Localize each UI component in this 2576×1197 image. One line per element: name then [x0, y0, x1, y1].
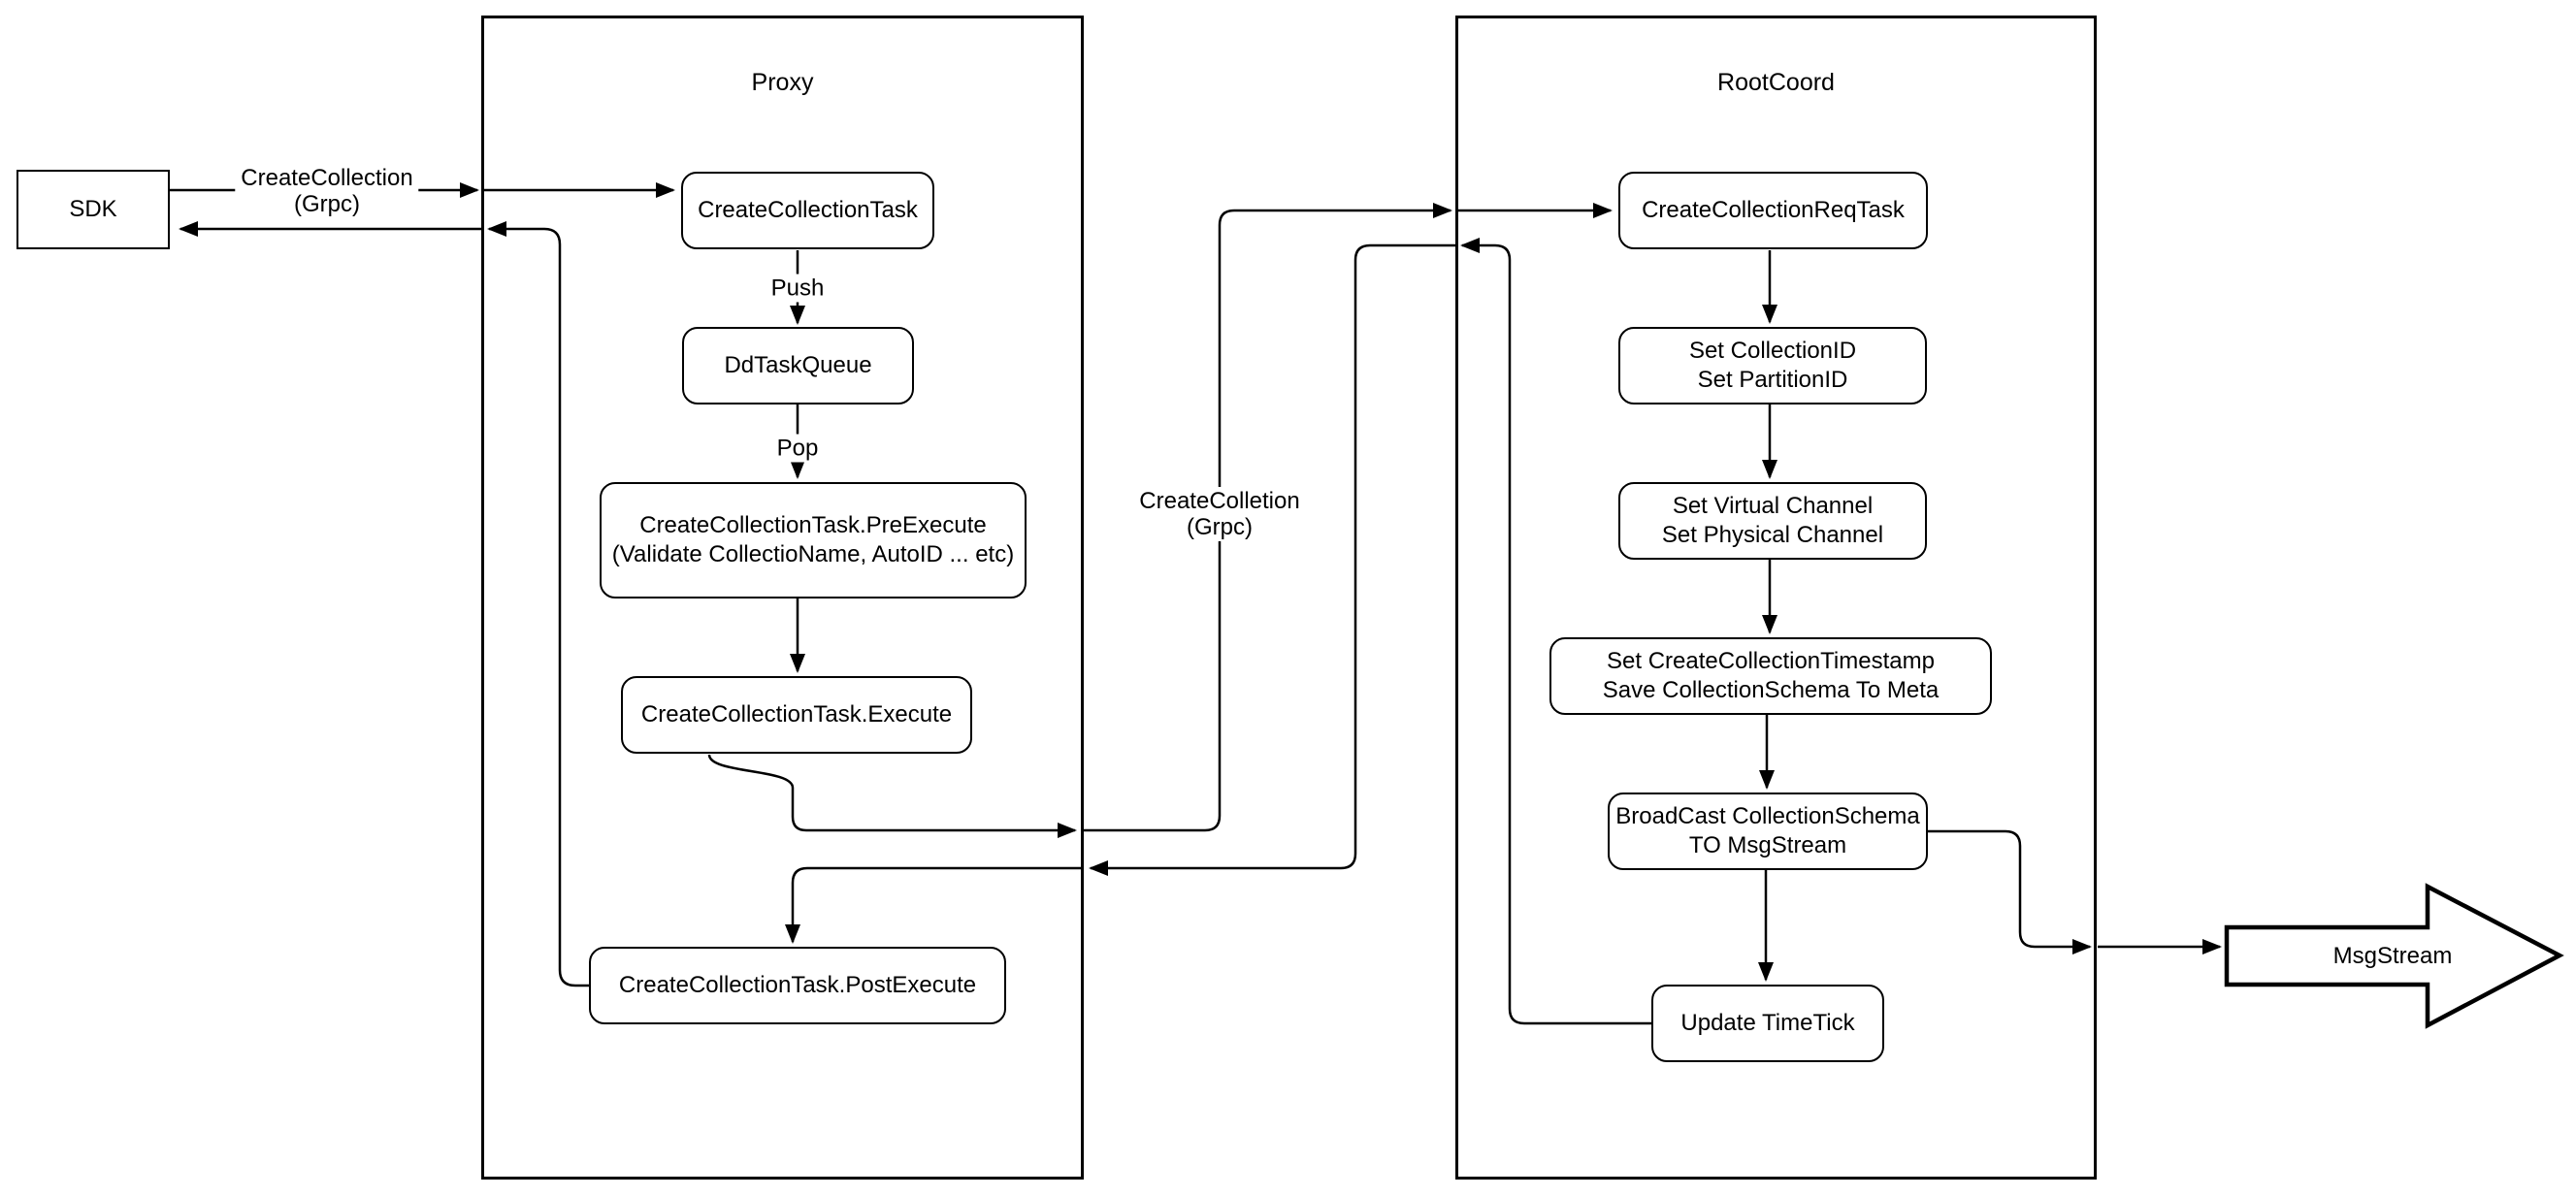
create-collection-task-label: CreateCollectionTask — [698, 197, 918, 223]
edge-rootcoord-to-proxy — [1089, 243, 1455, 876]
set-ids-node: Set CollectionID Set PartitionID — [1618, 327, 1927, 404]
update-timetick-label: Update TimeTick — [1680, 1010, 1855, 1036]
dd-task-queue-label: DdTaskQueue — [724, 352, 872, 378]
grpc-internal-label-line1: CreateColletion — [1139, 488, 1300, 514]
pre-execute-label-line2: (Validate CollectioName, AutoID ... etc) — [611, 541, 1015, 567]
pre-execute-node: CreateCollectionTask.PreExecute (Validat… — [600, 482, 1027, 598]
grpc-internal-label: CreateColletion (Grpc) — [1133, 487, 1306, 541]
grpc-request-label-line2: (Grpc) — [293, 191, 360, 217]
update-timetick-node: Update TimeTick — [1651, 985, 1884, 1062]
dd-task-queue-node: DdTaskQueue — [682, 327, 914, 404]
broadcast-node: BroadCast CollectionSchema TO MsgStream — [1608, 793, 1928, 870]
set-channels-node: Set Virtual Channel Set Physical Channel — [1618, 482, 1927, 560]
execute-node: CreateCollectionTask.Execute — [621, 676, 972, 754]
set-timestamp-node: Set CreateCollectionTimestamp Save Colle… — [1549, 637, 1992, 715]
req-task-label: CreateCollectionReqTask — [1642, 197, 1905, 223]
execute-label: CreateCollectionTask.Execute — [640, 701, 953, 728]
grpc-request-label-line1: CreateCollection — [241, 165, 413, 191]
sdk-label: SDK — [69, 196, 117, 222]
proxy-title: Proxy — [751, 69, 814, 96]
sdk-node: SDK — [16, 170, 170, 249]
broadcast-label-line1: BroadCast CollectionSchema — [1615, 803, 1920, 829]
set-ids-label-line2: Set PartitionID — [1697, 367, 1848, 393]
set-channels-label-line1: Set Virtual Channel — [1672, 493, 1874, 519]
rootcoord-container: RootCoord — [1455, 16, 2097, 1180]
post-execute-node: CreateCollectionTask.PostExecute — [589, 947, 1006, 1024]
rootcoord-title: RootCoord — [1717, 69, 1835, 96]
set-channels-label-line2: Set Physical Channel — [1661, 522, 1884, 548]
req-task-node: CreateCollectionReqTask — [1618, 172, 1928, 249]
pop-label: Pop — [770, 434, 825, 463]
post-execute-label: CreateCollectionTask.PostExecute — [618, 972, 977, 998]
proxy-container: Proxy — [481, 16, 1084, 1180]
pre-execute-label-line1: CreateCollectionTask.PreExecute — [639, 512, 987, 538]
msgstream-label: MsgStream — [2332, 943, 2453, 969]
grpc-request-label: CreateCollection (Grpc) — [235, 164, 419, 218]
push-label: Push — [765, 274, 831, 303]
create-collection-task-node: CreateCollectionTask — [681, 172, 934, 249]
grpc-internal-label-line2: (Grpc) — [1186, 514, 1253, 540]
set-timestamp-label-line2: Save CollectionSchema To Meta — [1602, 677, 1940, 703]
set-timestamp-label-line1: Set CreateCollectionTimestamp — [1607, 648, 1935, 674]
set-ids-label-line1: Set CollectionID — [1688, 338, 1857, 364]
broadcast-label-line2: TO MsgStream — [1688, 832, 1847, 858]
